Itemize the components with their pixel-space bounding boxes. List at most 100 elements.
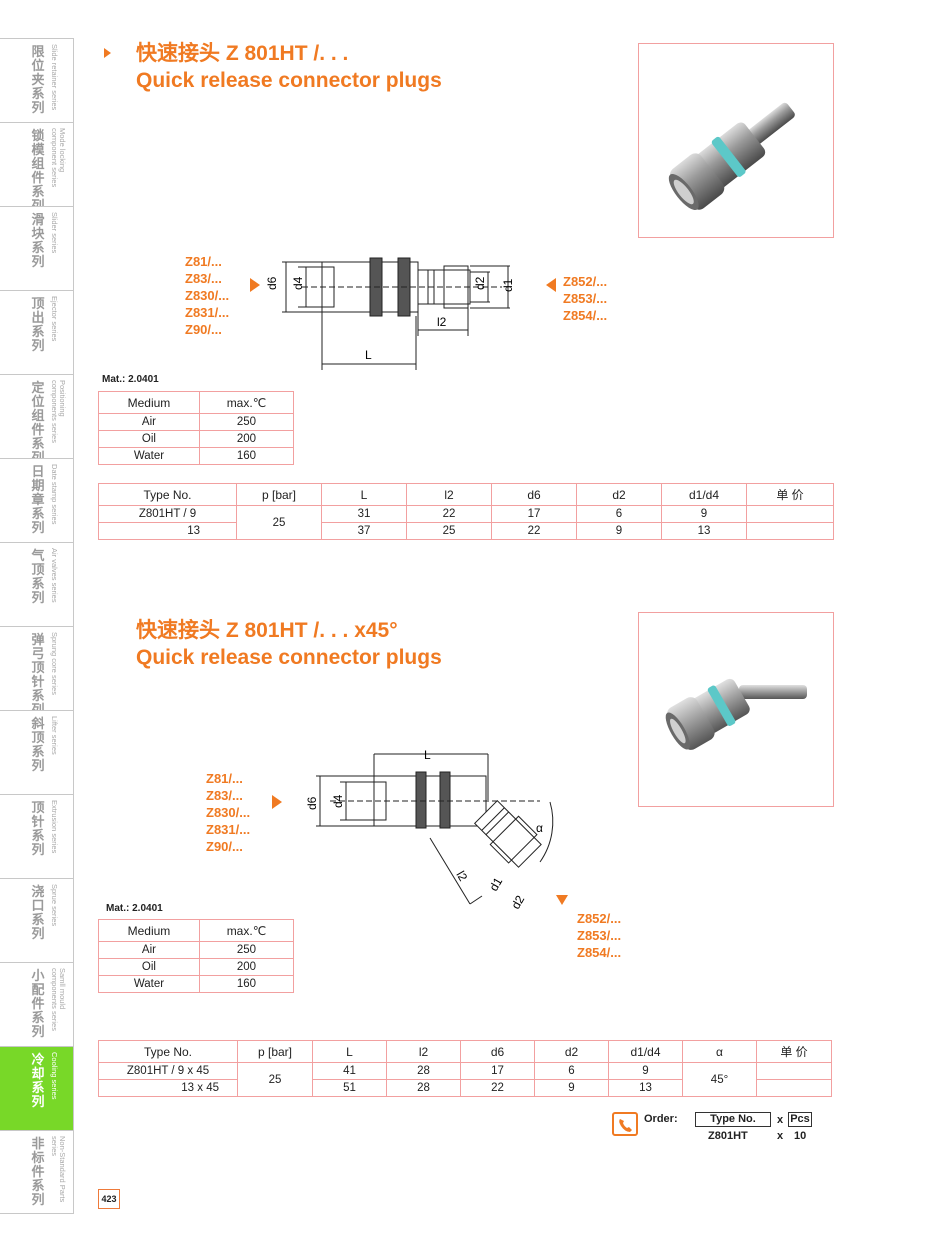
dim-d1: d1 [501,278,515,292]
dim-d6: d6 [265,276,279,290]
cell-l2: 28 [386,1062,461,1080]
cell-type: Z801HT / 9 x 45 [98,1062,238,1080]
cell-d1d4: 9 [608,1062,683,1080]
code-item: Z90/... [206,839,243,854]
cell-l2: 28 [386,1079,461,1097]
th-pressure: p [bar] [237,1040,313,1063]
section1-spec-table: Type No. p [bar] L l2 d6 d2 d1/d4 单 价 Z8… [98,483,834,540]
th-l2: l2 [386,1040,461,1063]
medium-header: Medium [98,391,200,414]
order-type-header: Type No. [695,1112,771,1127]
tab-cn: 气顶系列 [31,548,45,605]
th-price: 单 价 [746,483,834,506]
cell-l2: 25 [406,522,492,540]
tab-cn: 非标件系列 [31,1136,45,1207]
section2-spec-table: Type No. p [bar] L l2 d6 d2 d1/d4 α 单 价 … [98,1040,832,1097]
sidebar-item-sprung-core[interactable]: 弹弓顶针系列 Sprung core series [0,626,74,710]
th-d2: d2 [534,1040,609,1063]
th-L: L [321,483,407,506]
medium-cell: Air [98,413,200,431]
code-item: Z852/... [577,911,622,926]
product-photo-45deg [638,612,834,807]
medium-cell: Oil [98,430,200,448]
cell-l2: 22 [406,505,492,523]
section2-title-en: Quick release connector plugs [136,646,442,669]
sidebar-item-mode-locking[interactable]: 锁模组件系列 Mode locking component series [0,122,74,206]
cell-d6: 22 [460,1079,535,1097]
cell-d1d4: 9 [661,505,747,523]
tab-en: Samll mould components series [50,968,66,1031]
th-type: Type No. [98,1040,238,1063]
th-d1d4: d1/d4 [661,483,747,506]
sidebar-item-slider[interactable]: 滑块系列 Slider series [0,206,74,290]
table-row: Z801HT / 9 x 45 25 41 28 17 6 9 45° [98,1062,832,1097]
section2-codes-right: Z852/... Z853/... Z854/... [577,910,621,961]
temp-cell: 200 [198,958,295,976]
product-photo-straight [638,43,834,238]
tab-en: Extrusion series [50,800,58,854]
dim-d1: d1 [486,875,505,894]
dim-L: L [424,748,431,762]
code-item: Z853/... [577,928,622,943]
order-type-value: Z801HT [708,1130,748,1142]
section2-material: Mat.: 2.0401 [106,903,163,914]
tab-cn: 定位组件系列 [31,380,45,459]
section1-codes-left: Z81/... Z83/... Z830/... Z831/... Z90/..… [185,253,229,338]
th-d1d4: d1/d4 [608,1040,683,1063]
tab-en: Sprung core series [50,632,58,695]
cell-type: 13 x 45 [98,1079,238,1097]
cell-type: 13 [98,522,237,540]
medium-cell: Air [98,941,200,959]
cell-price [746,505,834,523]
section1-codes-right: Z852/... Z853/... Z854/... [563,273,607,324]
tab-en: Non-Standard Parts series [50,1136,66,1203]
arrow-right-icon [250,278,260,292]
cell-price [746,522,834,540]
code-item: Z852/... [563,274,608,289]
section1-title-cn: 快速接头 Z 801HT /. . . [136,42,349,65]
code-item: Z854/... [577,945,622,960]
tab-cn: 锁模组件系列 [31,128,45,207]
code-item: Z83/... [185,271,222,286]
page-number: 423 [98,1189,120,1209]
tab-en: Date stamp series [50,464,58,525]
maxtemp-header: max.℃ [198,391,295,414]
tab-cn: 弹弓顶针系列 [31,632,45,711]
code-item: Z853/... [563,291,608,306]
dim-d2: d2 [473,276,487,290]
sidebar-item-non-standard[interactable]: 非标件系列 Non-Standard Parts series [0,1130,74,1214]
cell-alpha: 45° [682,1062,757,1097]
order-label: Order: [644,1113,678,1125]
medium-header: Medium [98,919,200,942]
th-L: L [312,1040,387,1063]
arrow-right-icon [272,795,282,809]
dim-d4: d4 [291,276,305,290]
tab-cn: 顶出系列 [31,296,45,353]
phone-icon [612,1112,638,1136]
temp-cell: 160 [198,447,295,465]
arrow-down-icon [556,895,568,905]
tab-en: Cooling series [50,1052,58,1100]
tab-en: Slider series [50,212,58,254]
table-row: 13 x 45 51 28 22 9 13 [98,1079,832,1097]
section2-technical-drawing: L d6 d4 l2 d1 d2 α [305,748,554,912]
code-item: Z83/... [206,788,243,803]
code-item: Z81/... [185,254,222,269]
th-price: 单 价 [756,1040,832,1063]
tab-cn: 限位夹系列 [31,44,45,115]
th-d6: d6 [491,483,577,506]
tab-cn: 滑块系列 [31,212,45,269]
tab-en: Mode locking component series [50,128,66,188]
